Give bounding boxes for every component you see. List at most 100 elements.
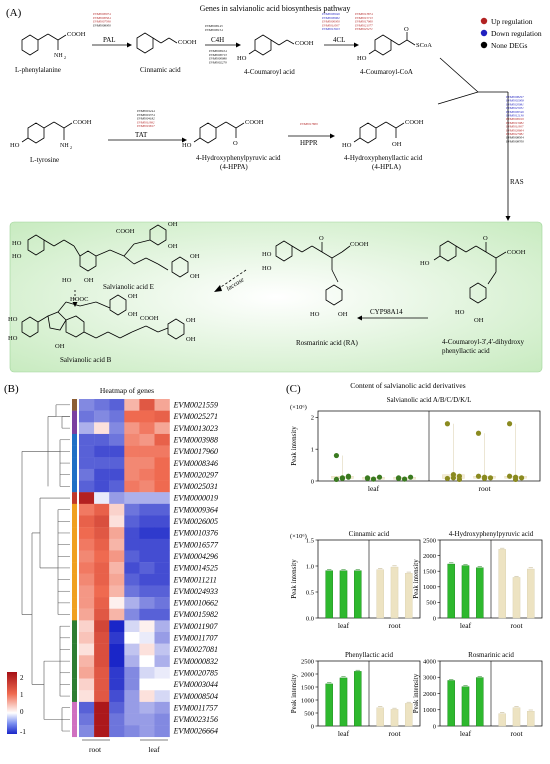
heatmap-cell	[94, 422, 110, 435]
cluster-color-block	[72, 468, 77, 481]
bar-mark	[498, 713, 506, 727]
tyr-ho: HO	[10, 142, 20, 149]
heatmap-cell	[109, 445, 125, 458]
heatmap-row-label: EVM0000019	[173, 494, 218, 503]
sale-oh-5: OH	[84, 277, 94, 284]
colorbar-tick-0: 0	[20, 708, 24, 716]
sale-oh-4: OH	[190, 273, 200, 280]
gene-id-hppr: EVM0017809	[299, 122, 318, 126]
panel-a-label: (A)	[6, 7, 22, 19]
heatmap-cell	[79, 597, 95, 609]
heatmap-cell	[79, 468, 95, 481]
box-point	[339, 475, 346, 482]
heatmap-cell	[154, 399, 170, 411]
cinnamic-acid-structure	[136, 32, 178, 54]
cluster-color-block	[72, 678, 77, 691]
heatmap-cell	[154, 632, 170, 644]
bar-mark	[512, 577, 521, 619]
bar-mark	[376, 707, 384, 727]
heatmap-title: Heatmap of genes	[100, 386, 154, 395]
heatmap-cell	[94, 725, 110, 738]
box-point	[456, 473, 463, 479]
heatmap-cell	[94, 503, 110, 516]
heatmap-cell	[154, 725, 170, 738]
laccase-arrow	[217, 269, 247, 290]
cluster-color-block	[72, 690, 77, 703]
heatmap-cell	[124, 468, 140, 481]
colorbar-tick-2: 2	[20, 674, 24, 682]
y-tick-label: 500	[426, 600, 436, 607]
heatmap-cell	[124, 678, 140, 691]
heatmap-cell	[139, 713, 155, 726]
cluster-color-block	[72, 597, 77, 609]
heatmap-cell	[154, 480, 170, 493]
phe-nh: NH	[54, 53, 63, 59]
salb-ho-1: HO	[8, 316, 18, 323]
phe-cooh: COOH	[67, 31, 86, 38]
heatmap-cell	[109, 690, 125, 703]
ra-ho-2: HO	[262, 265, 272, 272]
cluster-color-block	[72, 527, 77, 539]
ra-oh: OH	[338, 311, 348, 318]
gene-id-ras: EVM0025031	[505, 106, 524, 110]
cd-ho-2: HO	[455, 309, 465, 316]
cd-ho-1: HO	[420, 260, 430, 267]
heatmap-row-label: EVM0025271	[173, 412, 218, 421]
salvianolic-acid-e-structure	[27, 224, 189, 278]
subplot-scale: (×10⁶)	[290, 404, 307, 411]
sale-cooh: COOH	[116, 228, 135, 235]
heatmap-cell	[79, 399, 95, 411]
heatmap-cell	[124, 597, 140, 609]
heatmap-cell	[154, 713, 170, 726]
heatmap-cell	[79, 655, 95, 668]
box-point	[407, 474, 414, 480]
salb-hooc: HOOC	[70, 296, 88, 303]
heatmap-cell	[154, 678, 170, 691]
bar-mark	[390, 709, 399, 727]
box-point	[395, 475, 402, 482]
bar-mark	[405, 573, 413, 619]
heatmap-cell	[79, 620, 95, 633]
heatmap-cell	[94, 433, 110, 446]
subplot-0: Salvianolic acid A/B/C/D/K/L(×10⁶)Peak i…	[290, 396, 541, 493]
gene-id-ras: EVM0011907	[505, 125, 524, 129]
heatmap-cell	[124, 538, 140, 551]
hppa-ho: HO	[182, 142, 192, 149]
gene-id-tat: EVM0004182	[136, 117, 155, 121]
heatmap-cell	[109, 550, 125, 563]
cluster-color-block	[72, 655, 77, 668]
heatmap-cell	[154, 620, 170, 633]
hppr-arrowhead	[330, 133, 335, 139]
x-group-label: leaf	[460, 729, 472, 738]
bar-mark	[512, 707, 521, 727]
tyr-cooh: COOH	[73, 119, 92, 126]
heatmap-cell	[94, 585, 110, 598]
cluster-color-block	[72, 550, 77, 563]
x-group-label: leaf	[368, 484, 380, 493]
cluster-color-block	[72, 503, 77, 516]
dendrogram-branch	[47, 416, 60, 487]
box-point	[506, 473, 513, 479]
x-group-label: root	[510, 621, 523, 630]
heatmap-cell	[79, 643, 95, 656]
heatmap-cell	[154, 655, 170, 668]
cluster-color-block	[72, 410, 77, 423]
c4h-arrowhead	[236, 42, 241, 48]
heatmap-cell	[124, 643, 140, 656]
gene-id-ras: EVM0008700	[505, 139, 524, 143]
compound-cd-2: phenyllactic acid	[442, 347, 490, 355]
heatmap-cell	[79, 492, 95, 505]
enzyme-c4h: C4H	[211, 36, 224, 44]
heatmap-cell	[139, 550, 155, 563]
heatmap-cell	[154, 422, 170, 435]
coa-scoa: SCoA	[416, 42, 432, 49]
box-point	[481, 474, 488, 480]
subplot-title: Cinnamic acid	[349, 530, 390, 538]
tyr-nh: NH	[60, 143, 69, 149]
subplot-title: 4-Hydroxyphenylpyruvic acid	[449, 530, 534, 538]
y-tick-label: 4000	[423, 658, 436, 665]
cluster-color-block	[72, 701, 77, 714]
heatmap-cell	[109, 608, 125, 621]
ra-cooh: COOH	[350, 241, 369, 248]
